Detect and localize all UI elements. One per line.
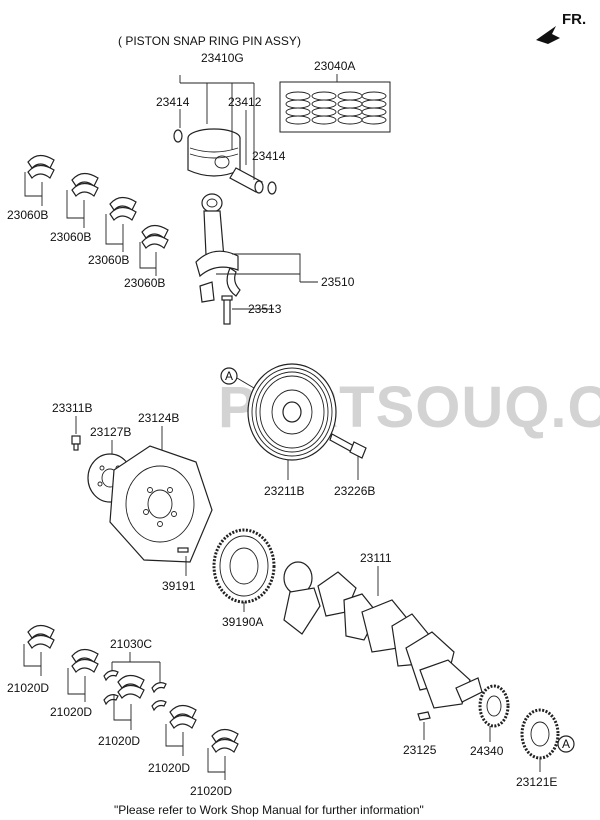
callout-23040A: 23040A [314, 59, 355, 73]
callout-23414-left: 23414 [156, 95, 190, 109]
footer-note: "Please refer to Work Shop Manual for fu… [114, 803, 424, 817]
callout-21020D-2: 21020D [50, 705, 92, 719]
piston-assy-caption: ( PISTON SNAP RING PIN ASSY) [118, 34, 301, 48]
callout-23127B: 23226B [334, 484, 375, 498]
callout-21020D-3: 21020D [98, 734, 140, 748]
timing-sprocket-icon[interactable] [520, 708, 560, 760]
snap-ring-left-icon[interactable] [173, 129, 183, 143]
callout-23125: 23125 [403, 743, 437, 757]
callout-23124B: 23211B [264, 484, 304, 498]
thrust-washer-icon[interactable] [103, 670, 167, 712]
callout-21020D-1: 21020D [7, 681, 49, 695]
callout-23060B-1: 23060B [7, 208, 48, 222]
callout-21020D-5: 21020D [190, 784, 232, 798]
callout-23226B: 23127B [90, 425, 131, 439]
connecting-rod-icon[interactable] [195, 193, 239, 278]
crankshaft-pulley-icon[interactable] [247, 363, 337, 461]
flexplate-bolt-icon[interactable] [71, 435, 81, 451]
callout-23060B-2: 23060B [50, 230, 91, 244]
callout-23510: 23510 [321, 275, 355, 289]
direction-label: FR. [562, 11, 586, 28]
pulley-bolt-icon[interactable] [329, 433, 367, 459]
reference-mark-a-icon [220, 367, 238, 385]
reference-mark-a-2: A [562, 737, 570, 751]
reference-mark-a-icon-2 [557, 735, 575, 753]
callout-23412: 23412 [228, 95, 262, 109]
callout-23060B-4: 23060B [124, 276, 165, 290]
callout-23410G: 23410G [201, 51, 244, 65]
piston-icon[interactable] [187, 128, 241, 177]
callout-23121E: 23121E [516, 775, 557, 789]
dowel-pin-icon[interactable] [177, 547, 189, 553]
callout-23414-right: 23414 [252, 149, 286, 163]
reference-mark-a: A [225, 369, 233, 383]
piston-pin-icon[interactable] [229, 167, 264, 194]
callout-39190A: 39190A [222, 615, 263, 629]
ring-gear-icon[interactable] [212, 528, 276, 604]
callout-23211B: 23124B [138, 411, 179, 425]
callout-24340: 24340 [470, 744, 504, 758]
woodruff-key-icon[interactable] [417, 711, 431, 721]
callout-39191: 39191 [162, 579, 196, 593]
crankshaft-icon[interactable] [283, 561, 483, 709]
callout-21020D-4: 21020D [148, 761, 190, 775]
callout-23060B-3: 23060B [88, 253, 129, 267]
front-direction-arrow-icon [536, 26, 560, 44]
snap-ring-right-icon[interactable] [267, 181, 277, 195]
callout-23111: 23111 [360, 551, 392, 565]
piston-ring-set-icon[interactable] [279, 81, 391, 133]
callout-23311B-label: 23311B [52, 401, 92, 415]
bearing-shell-icon[interactable] [27, 154, 169, 249]
main-bearing-shell-icon[interactable] [27, 624, 239, 753]
callout-23513: 23513 [248, 302, 282, 316]
rod-bearing-icon[interactable] [199, 267, 241, 303]
rod-bolt-icon[interactable] [221, 295, 233, 325]
drive-plate-icon[interactable] [109, 445, 213, 563]
callout-21030C: 21030C [110, 637, 152, 651]
crankshaft-sprocket-icon[interactable] [478, 684, 510, 728]
